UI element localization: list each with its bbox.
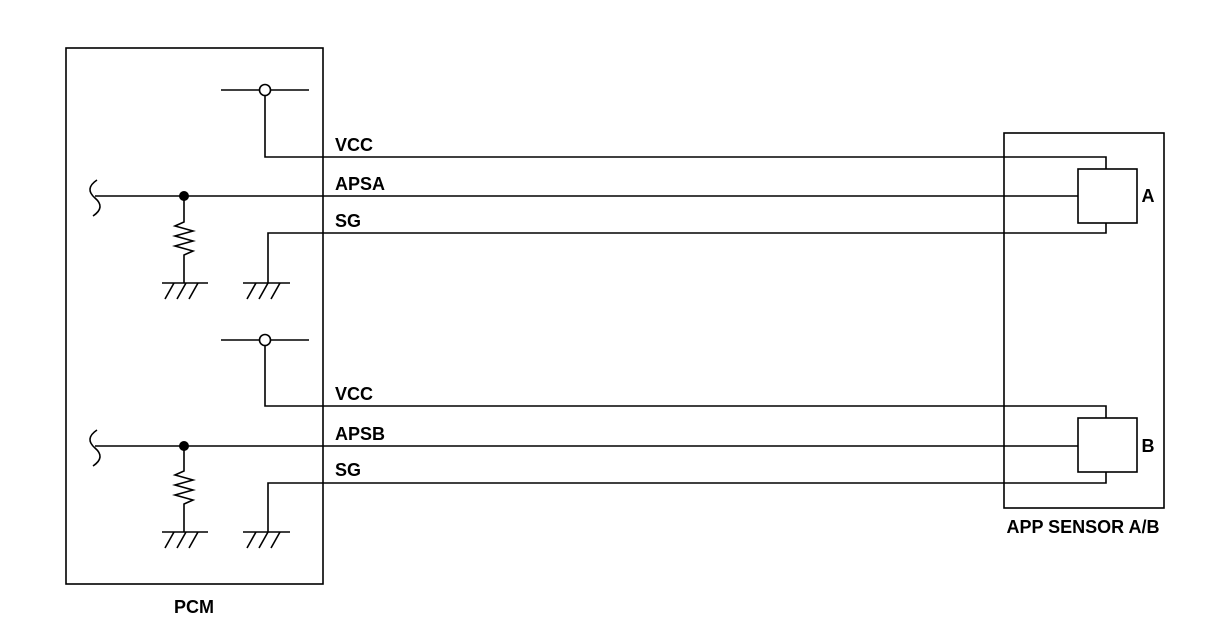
resistor-a-icon: [172, 196, 196, 283]
sensor-element-a: [1077, 168, 1138, 224]
apsb-break-icon: [89, 429, 101, 467]
vcc-b-wire: [264, 346, 1107, 418]
pcm-label: PCM: [174, 597, 214, 617]
vcc-b-terminal: [258, 333, 272, 347]
ground-b-sg-icon: [243, 531, 290, 549]
apsa-break-icon: [89, 179, 101, 217]
sensor-element-b: [1077, 417, 1138, 473]
sg-a-wire: [267, 223, 1107, 283]
ground-a-resistor-icon: [162, 282, 208, 300]
ground-b-resistor-icon: [162, 531, 208, 549]
sensor-element-a-label: A: [1142, 186, 1155, 206]
apsa-label: APSA: [335, 174, 385, 194]
sg-a-label: SG: [335, 211, 361, 231]
app-sensor-box: [1003, 132, 1165, 509]
pcm-box: [65, 47, 324, 585]
vcc-a-label: VCC: [335, 135, 373, 155]
sensor-element-b-label: B: [1142, 436, 1155, 456]
vcc-a-wire: [264, 96, 1107, 169]
vcc-b-label: VCC: [335, 384, 373, 404]
sg-b-wire: [267, 472, 1107, 532]
app-sensor-label: APP SENSOR A/B: [1006, 517, 1159, 537]
apsb-label: APSB: [335, 424, 385, 444]
sg-b-label: SG: [335, 460, 361, 480]
circuit-b: VCC APSB SG B: [89, 333, 1155, 549]
circuit-a: VCC APSA SG A: [89, 83, 1155, 300]
ground-a-sg-icon: [243, 282, 290, 300]
vcc-a-terminal: [258, 83, 272, 97]
resistor-b-icon: [172, 446, 196, 532]
